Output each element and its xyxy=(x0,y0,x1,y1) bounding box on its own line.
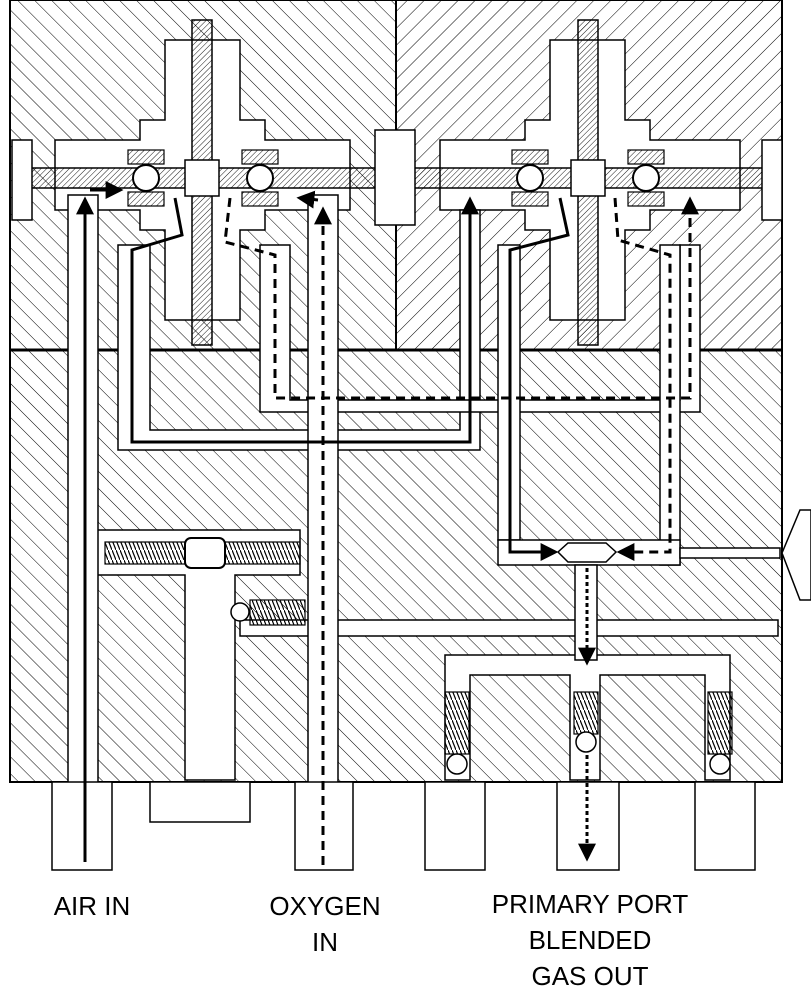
middle-passage xyxy=(239,619,779,637)
plug-port xyxy=(149,781,251,823)
valve-ball xyxy=(632,164,660,192)
air-loop-line xyxy=(130,196,479,444)
aux-port-left xyxy=(424,781,486,871)
air-inlet-passage xyxy=(67,194,99,786)
primary-port-label: PRIMARY PORT BLENDED GAS OUT xyxy=(455,886,725,994)
bottom-ports xyxy=(51,781,756,871)
sensor-channel xyxy=(679,547,781,559)
valve-ball xyxy=(516,164,544,192)
air-in-label: AIR IN xyxy=(32,888,152,924)
oxygen-in-label-line2: IN xyxy=(312,927,338,957)
oxygen-in-label: OXYGEN IN xyxy=(250,888,400,960)
primary-port-label-line3: GAS OUT xyxy=(531,961,649,991)
mixing-chamber xyxy=(556,542,618,563)
air-in-port xyxy=(51,781,113,871)
valve-ball xyxy=(132,164,160,192)
aux-port-right xyxy=(694,781,756,871)
diaphragm-stems xyxy=(184,19,606,346)
oxygen-in-label-line1: OXYGEN xyxy=(269,891,381,921)
air-flow-path xyxy=(76,181,570,862)
left-loop-passage xyxy=(117,209,481,451)
small-check-valve xyxy=(230,599,306,626)
oxygen-loop-line xyxy=(223,196,699,400)
primary-port-label-line1: PRIMARY PORT xyxy=(491,889,689,919)
air-in-label-text: AIR IN xyxy=(53,891,131,921)
valve-balls xyxy=(132,164,660,192)
valve-ball xyxy=(246,164,274,192)
side-fittings xyxy=(11,129,783,226)
sensor-cone xyxy=(781,509,811,601)
oxygen-flow-path xyxy=(223,190,699,865)
primary-port-label-line2: BLENDED xyxy=(528,925,652,955)
outlet-check-valves xyxy=(444,691,733,775)
valve-seats xyxy=(127,149,665,207)
spring-assembly xyxy=(104,537,301,569)
